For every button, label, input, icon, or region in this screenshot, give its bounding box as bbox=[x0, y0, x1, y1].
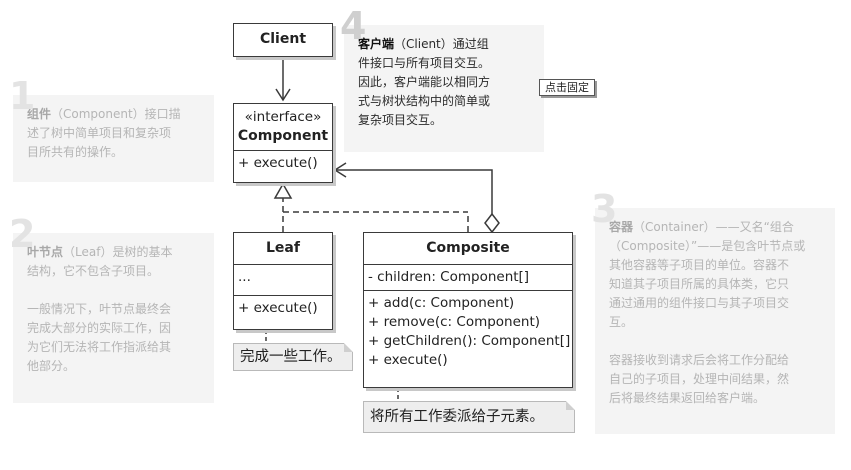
client-association-arrowhead bbox=[275, 88, 291, 102]
note-leaf-para1: 叶节点（Leaf）是树的基本 结构，它不包含子项目。 bbox=[27, 243, 202, 281]
component-method-execute: + execute() bbox=[238, 155, 318, 171]
note-number: 3 bbox=[591, 187, 618, 231]
client-class-name: Client bbox=[259, 31, 307, 47]
composite-method-execute: + execute() bbox=[368, 352, 448, 368]
note-text: 后将最终结果返回给客户端。 bbox=[609, 391, 766, 405]
composite-aggregation-line bbox=[335, 169, 493, 214]
composite-class: Composite - children: Component[] + add(… bbox=[363, 232, 573, 388]
note-number: 2 bbox=[9, 212, 36, 256]
note-component-line3: 目所共有的操作。 bbox=[27, 145, 124, 159]
note-text: 知道其子项目所属的具体类，它只 bbox=[609, 277, 790, 291]
note-text: 为它们无法将工作指派给其 bbox=[27, 340, 172, 354]
composite-field-children: - children: Component[] bbox=[368, 269, 530, 285]
note-text: （Container）——又名“组合 bbox=[633, 220, 794, 234]
note-client-line5: 复杂项目交互。 bbox=[358, 113, 443, 127]
note-text: 容器接收到请求后会将工作分配给 bbox=[609, 353, 790, 367]
note-client-line4: 式与树状结构中的简单或 bbox=[358, 94, 491, 108]
pin-button[interactable]: 点击固定 bbox=[539, 79, 595, 96]
fold-corner-icon bbox=[566, 401, 575, 410]
note-line: 叶节点（Leaf）是树的基本 bbox=[27, 243, 202, 262]
note-term: 组件 bbox=[27, 107, 52, 121]
realization-triangle bbox=[273, 182, 293, 199]
leaf-fields-ellipsis: ... bbox=[238, 269, 251, 285]
note-text: 一般情况下，叶节点最终会 bbox=[27, 302, 172, 316]
composite-sticky-text: 将所有工作委派给子元素。 bbox=[370, 409, 544, 425]
note-client-line1: 客户端（Client）通过组 bbox=[358, 35, 532, 54]
composite-method-remove: + remove(c: Component) bbox=[368, 314, 541, 330]
composite-sticky-note: 将所有工作委派给子元素。 bbox=[363, 401, 575, 433]
note-text: （Client）通过组 bbox=[394, 37, 489, 51]
note-client: 4 客户端（Client）通过组 件接口与所有项目交互。 因此，客户端能以相同方… bbox=[340, 7, 544, 152]
component-interface: «interface» Component + execute() bbox=[233, 103, 333, 183]
note-text: 他部分。 bbox=[27, 359, 76, 373]
leaf-methods: + execute() bbox=[234, 295, 332, 321]
component-name: Component bbox=[237, 128, 329, 144]
aggregation-diamond bbox=[484, 212, 500, 234]
note-text: 通过通用的组件接口与其子项目交 bbox=[609, 296, 790, 310]
note-text: 完成大部分的实际工作，因 bbox=[27, 321, 172, 335]
composite-methods: + add(c: Component) + remove(c: Componen… bbox=[364, 290, 572, 373]
component-methods: + execute() bbox=[234, 150, 332, 176]
leaf-fields: ... bbox=[234, 264, 332, 295]
note-text: （Leaf）是树的基本 bbox=[63, 245, 173, 259]
note-text: （Component）接口描 bbox=[51, 107, 181, 121]
composite-method-getchildren: + getChildren(): Component[] bbox=[368, 333, 571, 349]
note-text: 其他容器等子项目的单位。容器不 bbox=[609, 258, 790, 272]
component-stereotype: «interface» bbox=[244, 109, 322, 125]
leaf-method-execute: + execute() bbox=[238, 300, 318, 316]
leaf-class-name: Leaf bbox=[266, 240, 300, 256]
note-component: 1 组件（Component）接口描 述了树中简单项目和复杂项 目所共有的操作。 bbox=[9, 77, 214, 182]
note-client-line3: 因此，客户端能以相同方 bbox=[358, 75, 491, 89]
leaf-class: Leaf ... + execute() bbox=[233, 232, 333, 330]
note-leaf-para2: 一般情况下，叶节点最终会 完成大部分的实际工作，因 为它们无法将工作指派给其 他… bbox=[27, 300, 202, 376]
note-number: 4 bbox=[340, 4, 367, 48]
note-text: （Composite）”——是包含叶节点或 bbox=[609, 239, 806, 253]
note-text: 互。 bbox=[609, 315, 634, 329]
note-number: 1 bbox=[9, 74, 36, 118]
note-text: 自己的子项目，处理中间结果，然 bbox=[609, 372, 790, 386]
note-term: 客户端 bbox=[358, 37, 395, 51]
note-container-para1: 容器（Container）——又名“组合 （Composite）”——是包含叶节… bbox=[609, 218, 823, 332]
note-line: 容器（Container）——又名“组合 bbox=[609, 218, 823, 237]
note-leaf: 2 叶节点（Leaf）是树的基本 结构，它不包含子项目。 一般情况下，叶节点最终… bbox=[9, 215, 214, 403]
composite-fields: - children: Component[] bbox=[364, 264, 572, 290]
note-client-line2: 件接口与所有项目交互。 bbox=[358, 56, 491, 70]
leaf-sticky-text: 完成一些工作。 bbox=[240, 349, 342, 365]
note-container: 3 容器（Container）——又名“组合 （Composite）”——是包含… bbox=[591, 190, 835, 434]
note-component-line2: 述了树中简单项目和复杂项 bbox=[27, 126, 172, 140]
note-text: 结构，它不包含子项目。 bbox=[27, 264, 160, 278]
aggregation-arrowhead bbox=[333, 162, 347, 178]
note-container-para2: 容器接收到请求后会将工作分配给 自己的子项目，处理中间结果，然 后将最终结果返回… bbox=[609, 351, 823, 408]
leaf-sticky-note: 完成一些工作。 bbox=[233, 343, 353, 371]
note-component-line1: 组件（Component）接口描 bbox=[27, 105, 202, 124]
note-term: 容器 bbox=[609, 220, 634, 234]
note-term: 叶节点 bbox=[27, 245, 64, 259]
composite-class-name: Composite bbox=[426, 240, 510, 256]
fold-corner-icon bbox=[344, 343, 353, 352]
client-class: Client bbox=[233, 23, 333, 57]
composite-method-add: + add(c: Component) bbox=[368, 295, 515, 311]
